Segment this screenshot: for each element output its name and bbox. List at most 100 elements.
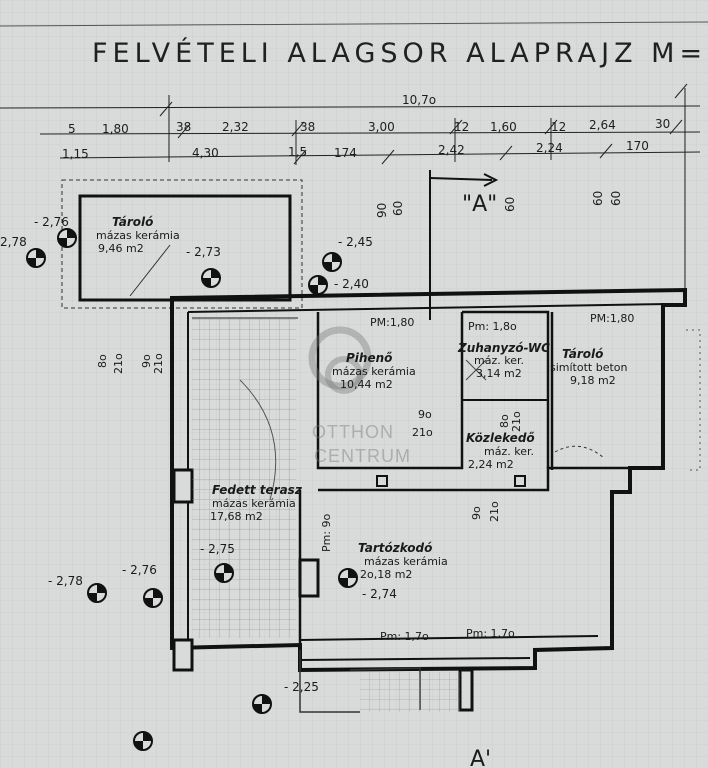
room-storage-2: Tároló simított beton 9,18 m2: [550, 347, 628, 387]
pm-5: Pm: 1,7o: [466, 627, 515, 640]
chimney-marker-1: [376, 475, 388, 487]
door-4-h: 21o: [510, 411, 523, 432]
watermark: OTTHON CENTRUM: [308, 326, 411, 466]
level-labels: - 2,76 2,78 - 2,73 - 2,45 - 2,40 - 2,75 …: [0, 215, 397, 694]
vertical-dimension-labels: 90 60 60 60 60: [375, 191, 623, 218]
dim-7: 12: [454, 120, 469, 134]
door-2-h: 21o: [152, 353, 165, 374]
level-9: - 2,74: [362, 587, 397, 601]
section-label: "A": [462, 192, 497, 217]
door-3-w: 8o: [96, 354, 109, 368]
pm-labels: PM:1,80 Pm: 1,8o PM:1,80 Pm: 1,7o Pm: 1,…: [320, 312, 634, 643]
room-area: 17,68 m2: [210, 510, 263, 523]
top-dimension-labels: 5 1,80 38 2,32 38 3,00 12 1,60 12 2,64 3…: [68, 117, 670, 136]
level-6: - 2,75: [200, 542, 235, 556]
door-1-w: 9o: [418, 408, 432, 421]
dim-3: 38: [176, 120, 191, 134]
dim-5: 38: [300, 120, 315, 134]
level-10: - 2,25: [284, 680, 319, 694]
vdim-3: 60: [503, 197, 517, 212]
dim2-2: 4,30: [192, 146, 219, 160]
room-area: 10,44 m2: [340, 378, 393, 391]
ground-edge-right: [686, 329, 701, 471]
vdim-2: 60: [391, 201, 405, 216]
room-name: Fedett terasz: [212, 483, 303, 497]
door-4-w: 8o: [498, 414, 511, 428]
room-finish: máz. ker.: [474, 354, 524, 367]
level-2: 2,78: [0, 235, 27, 249]
dim2-1: 1,15: [62, 147, 89, 161]
room-area: 2o,18 m2: [360, 568, 412, 581]
second-dimension-labels: 1,15 4,30 1,5 174 2,42 2,24 170: [62, 139, 649, 161]
plan-title: FELVÉTELI ALAGSOR ALAPRAJZ M=: [92, 37, 707, 69]
door-5-h: 21o: [488, 501, 501, 522]
vdim-4: 60: [591, 191, 605, 206]
level-5: - 2,40: [334, 277, 369, 291]
terrace-stairs-hatch: [192, 318, 296, 638]
room-finish: mázas kerámia: [364, 555, 448, 568]
wall-columns: [172, 468, 474, 712]
door-swing-arc: [239, 379, 277, 501]
room-area: 9,18 m2: [570, 374, 616, 387]
room-name: Zuhanyzó-WC: [457, 341, 550, 355]
dim-8: 1,60: [490, 120, 517, 134]
dimension-lines: [0, 83, 701, 300]
room-living: Tartózkodó mázas kerámia 2o,18 m2: [358, 541, 448, 581]
section-label-bottom: A': [470, 747, 491, 768]
dim-11: 30: [655, 117, 670, 131]
storage-door-swing: [129, 244, 171, 297]
overall-dimension: 10,7o: [402, 93, 436, 107]
dim2-6: 2,24: [536, 141, 563, 155]
pm-4: Pm: 1,7o: [380, 630, 429, 643]
door-labels: 9o 21o 9o 21o 8o 21o 8o 21o 9o 21o: [96, 353, 523, 522]
sheet-border: [0, 21, 708, 27]
storage-room-walls: [78, 194, 292, 302]
room-covered-terrace: Fedett terasz mázas kerámia 17,68 m2: [210, 483, 303, 523]
door-arc-storage: [554, 445, 605, 459]
door-1-h: 21o: [412, 426, 433, 439]
dim-10: 2,64: [589, 118, 616, 132]
door-2-w: 9o: [140, 354, 153, 368]
room-storage-1: Tároló mázas kerámia 9,46 m2: [96, 215, 180, 255]
vdim-1: 90: [375, 203, 389, 218]
level-1: - 2,76: [34, 215, 69, 229]
vdim-5: 60: [609, 191, 623, 206]
level-3: - 2,73: [186, 245, 221, 259]
dim-6: 3,00: [368, 120, 395, 134]
pm-3: PM:1,80: [590, 312, 634, 325]
level-8: - 2,78: [48, 574, 83, 588]
room-finish: simított beton: [550, 361, 628, 374]
chimney-marker-2: [514, 475, 526, 487]
entry-stairs-hatch: [360, 672, 460, 712]
room-rest: Pihenő mázas kerámia 10,44 m2: [332, 351, 416, 391]
watermark-line-2: CENTRUM: [314, 446, 411, 466]
door-3-h: 21o: [112, 353, 125, 374]
level-4: - 2,45: [338, 235, 373, 249]
dim-4: 2,32: [222, 120, 249, 134]
dim-9: 12: [551, 120, 566, 134]
room-area: 2,24 m2: [468, 458, 514, 471]
watermark-line-1: OTTHON: [312, 422, 394, 442]
room-name: Pihenő: [346, 351, 392, 365]
room-finish: máz. ker.: [484, 445, 534, 458]
dim-1: 5: [68, 122, 76, 136]
pm-6: Pm: 9o: [320, 513, 333, 552]
pm-1: PM:1,80: [370, 316, 414, 329]
dim2-4: 174: [334, 146, 357, 160]
room-corridor: Közlekedő máz. ker. 2,24 m2: [466, 431, 535, 471]
door-5-w: 9o: [470, 506, 483, 520]
room-name: Tároló: [112, 215, 153, 229]
pm-2: Pm: 1,8o: [468, 320, 517, 333]
room-finish: mázas kerámia: [332, 365, 416, 378]
level-7: - 2,76: [122, 563, 157, 577]
shower-tray: [465, 359, 487, 381]
room-name: Tartózkodó: [358, 541, 432, 555]
room-finish: mázas kerámia: [96, 229, 180, 242]
dim2-7: 170: [626, 139, 649, 153]
room-name: Közlekedő: [466, 431, 535, 445]
room-area: 9,46 m2: [98, 242, 144, 255]
dim2-3: 1,5: [288, 145, 307, 159]
dim2-5: 2,42: [438, 143, 465, 157]
